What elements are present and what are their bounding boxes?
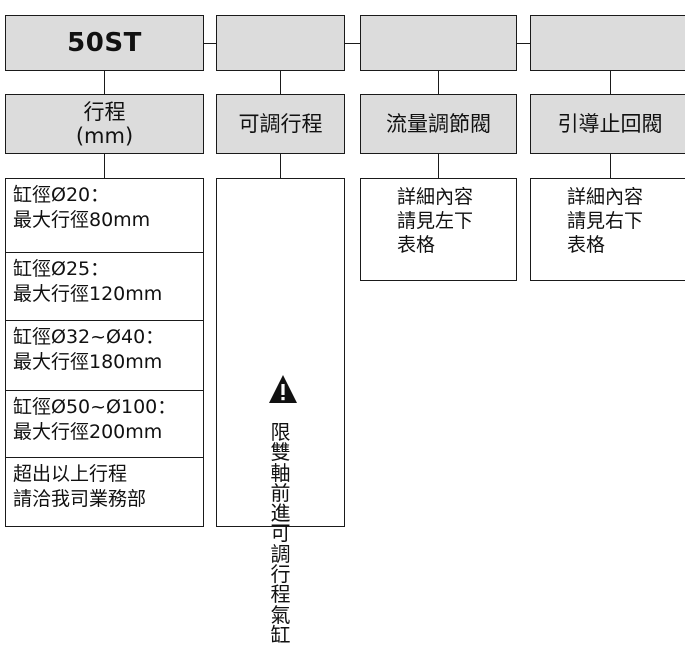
- note-char: 限: [270, 420, 291, 444]
- stroke-row: 缸徑Ø50~Ø100： 最大行徑200mm: [5, 390, 204, 458]
- header-flow-label: 流量調節閥: [386, 112, 491, 136]
- header-stroke: 行程 (mm): [5, 94, 204, 154]
- note-char: 氣: [270, 602, 291, 627]
- stroke-row-max: 最大行徑80mm: [13, 209, 151, 231]
- pilot-note-line: 請見右下: [567, 210, 644, 232]
- note-char: 行: [270, 562, 291, 587]
- connector: [438, 154, 439, 178]
- note-char: 雙: [270, 440, 291, 465]
- flow-valve-note: 詳細內容 請見左下 表格: [360, 178, 517, 281]
- stroke-row-bore: 缸徑Ø50~Ø100：: [13, 396, 177, 418]
- header-pilot-label: 引導止回閥: [557, 112, 663, 136]
- header-stroke-unit: (mm): [75, 124, 134, 148]
- stroke-row-bore: 缸徑Ø25：: [13, 258, 110, 280]
- pilot-note-line: 詳細內容: [567, 186, 644, 208]
- connector: [517, 43, 530, 44]
- stroke-row: 缸徑Ø32~Ø40： 最大行徑180mm: [5, 320, 204, 391]
- connector: [280, 154, 281, 178]
- code-box-pilot-valve: [530, 15, 685, 71]
- stroke-row: 超出以上行程 請洽我司業務部: [5, 457, 204, 527]
- adjustable-note-text: 限 雙 軸 前 進 可 調 行 程 氣 缸: [217, 420, 344, 647]
- stroke-row-bore: 缸徑Ø20：: [13, 184, 110, 206]
- code-box-flow-valve: [360, 15, 517, 71]
- flow-note-line: 詳細內容: [397, 186, 474, 208]
- note-char: 前: [270, 480, 291, 505]
- code-box-adjustable: [216, 15, 345, 71]
- stroke-row-contact-sales: 請洽我司業務部: [13, 488, 147, 510]
- pilot-valve-note: 詳細內容 請見右下 表格: [530, 178, 685, 281]
- stroke-row: 缸徑Ø25： 最大行徑120mm: [5, 252, 204, 321]
- connector: [104, 154, 105, 178]
- connector: [438, 71, 439, 94]
- connector: [104, 71, 105, 94]
- pilot-note-line: 表格: [567, 234, 606, 256]
- model-code: 50ST: [67, 28, 142, 58]
- note-char: 可: [270, 521, 291, 546]
- note-char: 調: [270, 541, 291, 566]
- connector: [204, 43, 216, 44]
- note-char: 進: [270, 501, 291, 526]
- stroke-row-contact: 超出以上行程: [13, 463, 128, 485]
- model-code-box: 50ST: [5, 15, 204, 71]
- header-pilot-valve: 引導止回閥: [530, 94, 685, 154]
- header-stroke-line1: 行程: [83, 100, 126, 124]
- adjustable-note-box: 限 雙 軸 前 進 可 調 行 程 氣 缸: [216, 178, 345, 645]
- stroke-row-max: 最大行徑180mm: [13, 351, 163, 373]
- header-adjustable-label: 可調行程: [238, 112, 323, 136]
- connector: [610, 154, 611, 178]
- flow-note-line: 請見左下: [397, 210, 474, 232]
- stroke-row-max: 最大行徑200mm: [13, 421, 163, 443]
- stroke-row: 缸徑Ø20： 最大行徑80mm: [5, 178, 204, 253]
- note-char: 程: [270, 582, 291, 607]
- note-char: 軸: [270, 460, 291, 485]
- stroke-row-bore: 缸徑Ø32~Ø40：: [13, 326, 165, 348]
- stroke-row-max: 最大行徑120mm: [13, 283, 163, 305]
- header-adjustable-stroke: 可調行程: [216, 94, 345, 154]
- connector: [280, 71, 281, 94]
- connector: [610, 71, 611, 94]
- note-char: 缸: [270, 622, 291, 647]
- flow-note-line: 表格: [397, 234, 436, 256]
- header-flow-valve: 流量調節閥: [360, 94, 517, 154]
- warning-icon: [269, 375, 297, 403]
- connector: [345, 43, 360, 44]
